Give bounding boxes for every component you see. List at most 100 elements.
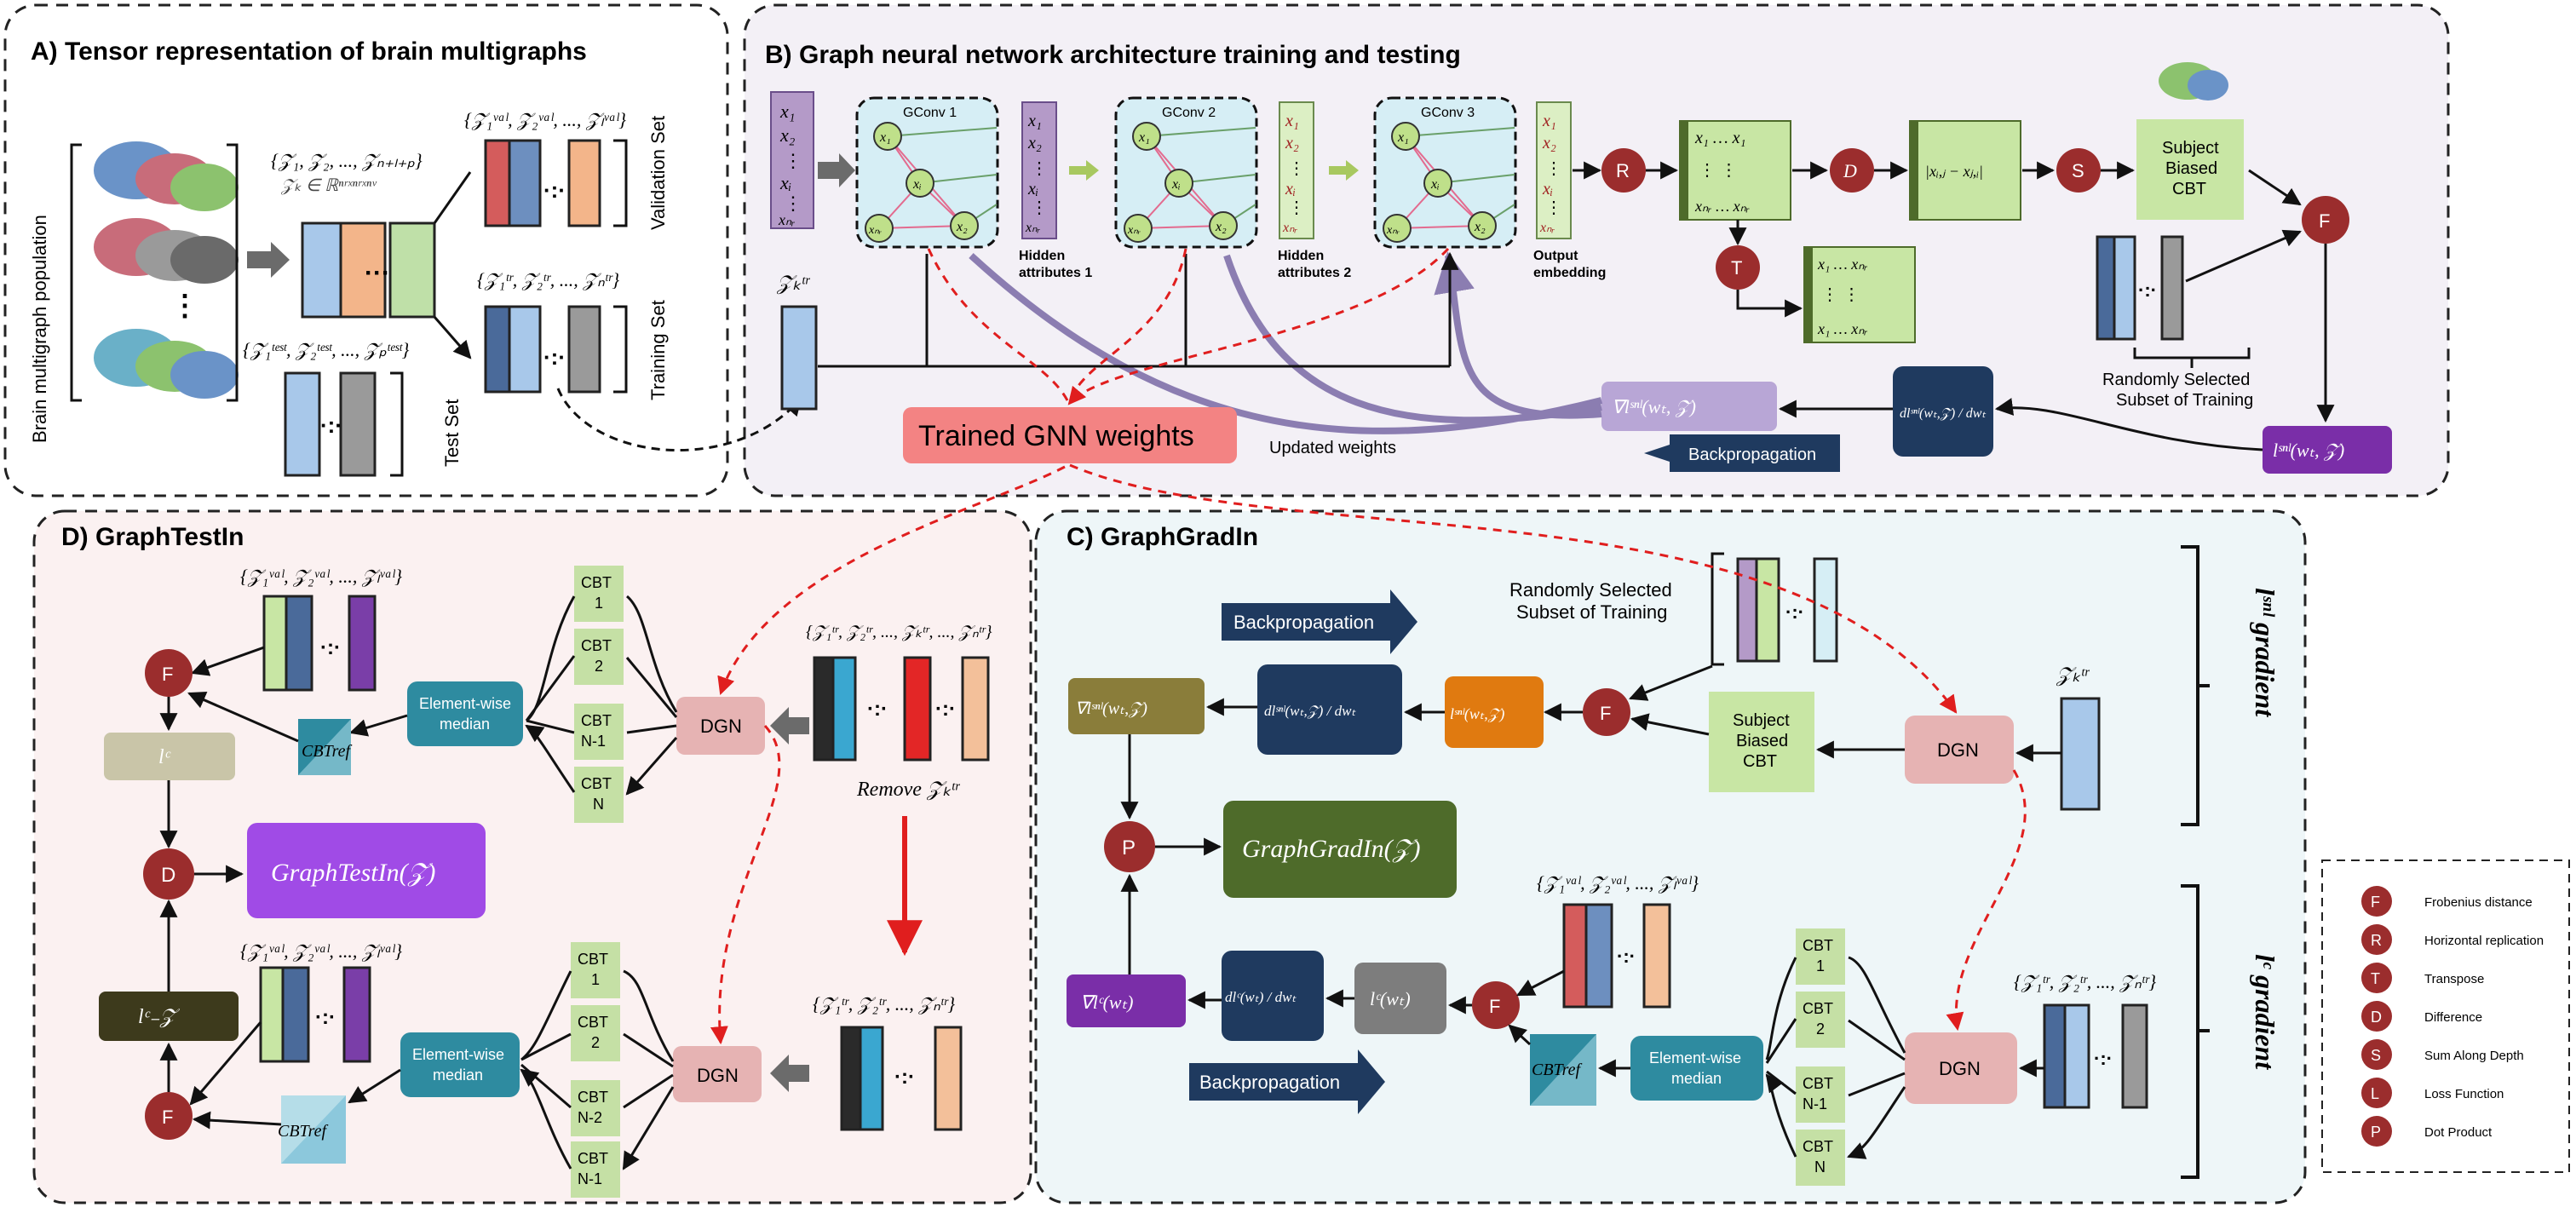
- cbts-to-median-d-bottom: [521, 970, 572, 1170]
- subject-cbt-c: [1709, 692, 1814, 792]
- op-F-c-top: [1583, 688, 1630, 736]
- dgn-to-cbts-d-bottom: [624, 969, 675, 1169]
- snl-gradient-brace: [2181, 545, 2210, 826]
- cbtref-to-F-d-top: [187, 691, 299, 743]
- input-node-vector: x₁ x₂ ⋮ xᵢ ⋮ xₙᵣ: [770, 91, 814, 229]
- svg-text:x₁: x₁: [1397, 130, 1409, 145]
- panel-c-title: C) GraphGradIn: [1067, 523, 1258, 551]
- val-c-to-F: [1516, 969, 1565, 997]
- svg-text:CBT: CBT: [581, 574, 612, 591]
- tensor-train: ·:·: [484, 305, 601, 394]
- svg-text:x₁: x₁: [1542, 112, 1556, 130]
- tensor-train-c: ·:·: [2043, 1003, 2148, 1109]
- legend-symbol-d: [2361, 1001, 2392, 1032]
- legend-symbol-letter: P: [2371, 1124, 2381, 1141]
- cbtref-c-shade: [1530, 1034, 1596, 1106]
- svg-text:xᵢ: xᵢ: [1430, 177, 1440, 192]
- test-label: Test Set: [441, 400, 463, 467]
- svg-text:⋮: ⋮: [170, 290, 199, 322]
- svg-text:2: 2: [595, 658, 603, 675]
- dgn-top-to-dgn-bottom-d: [710, 724, 781, 1045]
- svg-text:N-2: N-2: [578, 1109, 602, 1126]
- graphgradin-label: GraphGradIn(𝒵): [1242, 835, 1420, 863]
- backprop-label-b: Backpropagation: [1688, 446, 1816, 464]
- op-S-label: S: [2072, 160, 2084, 181]
- grad-snl-c-label: ∇lˢⁿˡ(wₜ,𝒵): [1075, 699, 1147, 718]
- svg-text:2: 2: [591, 1034, 600, 1051]
- c-gradient-brace: [2181, 884, 2210, 1179]
- tr-set-c: {𝒵₁ᵗʳ, 𝒵₂ᵗʳ, ..., 𝒵ₙᵗʳ}: [2014, 971, 2156, 992]
- tr-set-d-top: {𝒵₁ᵗʳ, 𝒵₂ᵗʳ, ..., 𝒵ₖᵗʳ, ..., 𝒵ₙᵗʳ}: [806, 623, 992, 641]
- median-c: [1630, 1036, 1763, 1101]
- svg-text:x₂: x₂: [1285, 134, 1299, 152]
- diff-box-edge: [1910, 121, 1918, 220]
- svg-text:CBT: CBT: [1803, 1075, 1833, 1092]
- svg-text:xₙᵣ: xₙᵣ: [1127, 224, 1141, 237]
- op-T-label: T: [1731, 257, 1742, 279]
- trained-to-dgn-c: [1069, 463, 1958, 714]
- svg-text:·:·: ·:·: [320, 412, 342, 438]
- dgn-c-bottom: [1905, 1032, 2017, 1104]
- median-to-cbtref-d-bottom: [348, 1068, 401, 1104]
- split-arrows: [433, 171, 470, 358]
- legend-symbol-letter: F: [2371, 894, 2380, 911]
- op-D-d: [143, 848, 194, 900]
- hidden2-vector: x₁ x₂ ⋮ xᵢ ⋮ xₙᵣ: [1279, 101, 1314, 239]
- legend-symbol-letter: S: [2371, 1047, 2381, 1064]
- legend-symbol-t: [2361, 963, 2392, 993]
- legend-label: Horizontal replication: [2424, 934, 2544, 948]
- legend-label: Sum Along Depth: [2424, 1049, 2524, 1063]
- svg-text:·:·: ·:·: [2138, 279, 2157, 301]
- grad-label-b: ∇lˢⁿˡ(wₜ, 𝒵): [1612, 396, 1696, 417]
- legend-symbol-letter: R: [2371, 932, 2382, 949]
- cbtref-to-Fb: [192, 1111, 282, 1130]
- cbtref-c-label: CBTref: [1532, 1061, 1582, 1079]
- backprop-label-c-top: Backpropagation: [1233, 612, 1374, 633]
- tr-set-a: {𝒵₁ᵗʳ, 𝒵₂ᵗʳ, ..., 𝒵ₙᵗʳ}: [477, 269, 619, 290]
- tensor-all: ···: [301, 221, 436, 319]
- remove-label: Remove 𝒵ₖᵗʳ: [856, 779, 960, 801]
- svg-text:·:·: ·:·: [935, 698, 956, 721]
- trained-to-dgn-d-top: [717, 465, 1066, 695]
- svg-text:CBT: CBT: [578, 951, 608, 968]
- svg-text:⋮: ⋮: [1031, 198, 1048, 217]
- backprop-arrow-b: [1644, 434, 1840, 472]
- T-to-transposed: [1736, 290, 1803, 318]
- legend-label: Dot Product: [2424, 1125, 2493, 1140]
- arrow-tr-to-dgn-d-bottom: [770, 1055, 809, 1092]
- op-D-b-label: D: [1843, 160, 1857, 181]
- svg-text:GConv 2: GConv 2: [1162, 106, 1216, 120]
- dgn-top-to-dgn-bottom-c: [1946, 769, 2027, 1032]
- random-subset-c: ·:·: [1736, 557, 1838, 663]
- dgn-d-bottom-label: DGN: [697, 1065, 739, 1086]
- trained-weights-label: Trained GNN weights: [918, 420, 1194, 452]
- op-F-c-bottom: [1472, 981, 1520, 1029]
- median-d-top: [407, 681, 523, 746]
- svg-text:·:·: ·:·: [543, 177, 566, 203]
- population-brace-right: [227, 143, 239, 402]
- panel-a-title: A) Tensor representation of brain multig…: [31, 37, 587, 66]
- zk-tensor-c: [2060, 697, 2101, 811]
- cbtref-d-bottom-label: CBTref: [278, 1122, 328, 1141]
- svg-text:x₁: x₁: [779, 101, 795, 122]
- legend-symbol-f: [2361, 886, 2392, 917]
- grad-snl-c: [1068, 678, 1205, 734]
- val-set-d-bottom: {𝒵₁ᵛᵃˡ, 𝒵₂ᵛᵃˡ, ..., 𝒵ₗᵛᵃˡ}: [240, 940, 402, 962]
- brain-population-icon: ⋮: [94, 141, 239, 399]
- output-embedding-vector: x₁ x₂ ⋮ xᵢ ⋮ xₙᵣ: [1536, 101, 1572, 239]
- training-label: Training Set: [647, 300, 669, 400]
- val-to-Fb: [189, 1021, 262, 1106]
- svg-text:N-1: N-1: [578, 1170, 602, 1187]
- lc-label-d: lᶜ: [158, 746, 171, 768]
- svg-text:·:·: ·:·: [1617, 946, 1636, 967]
- val-brace: [613, 139, 628, 227]
- svg-text:x₂: x₂: [779, 124, 796, 146]
- graphgradin-box: [1223, 801, 1457, 898]
